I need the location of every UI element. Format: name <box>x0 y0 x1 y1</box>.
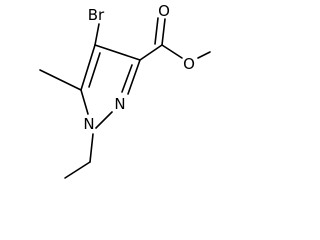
bond-c5-methyl <box>39 69 82 91</box>
bond-n1-c5 <box>80 89 89 115</box>
atom-label-n2: N <box>114 95 125 113</box>
atom-label-n1: N <box>83 115 94 133</box>
bond-c3-n2-double <box>121 64 133 93</box>
atom-label-br: Br <box>88 6 105 24</box>
molecule-structure: Br O O N N <box>39 2 211 179</box>
bond-ethyl-ch3 <box>64 161 91 179</box>
bond-c4-br <box>94 23 100 46</box>
bond-c4-c3 <box>94 44 141 61</box>
bond-c3-n2 <box>127 59 141 95</box>
bond-oester-methyl <box>197 51 211 59</box>
bond-c3-carboxyl <box>139 44 163 61</box>
bond-carboxyl-oester <box>161 44 183 59</box>
bond-n2-n1 <box>95 111 113 129</box>
bond-c5-c4-double <box>88 52 101 88</box>
bond-n1-ethyl <box>89 133 94 163</box>
atom-label-carbonyl-oxygen: O <box>158 2 170 20</box>
bond-carbonyl-double <box>154 17 159 45</box>
bond-c5-c4 <box>80 44 96 91</box>
atom-label-ester-oxygen: O <box>183 55 195 73</box>
bond-carbonyl <box>161 18 166 46</box>
